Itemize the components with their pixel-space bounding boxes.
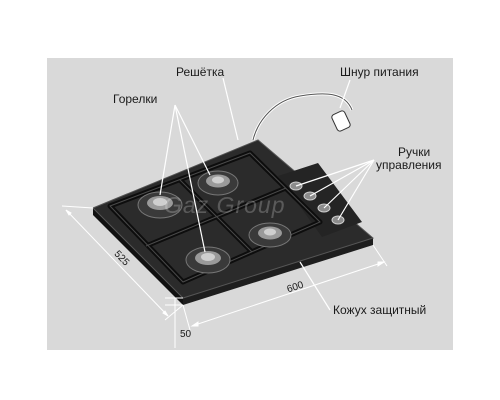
label-protective-cover: Кожух защитный xyxy=(333,303,427,317)
label-burners: Горелки xyxy=(113,92,158,106)
label-knobs-line2: управления xyxy=(376,158,442,172)
dim-width-line xyxy=(191,261,385,327)
dim-depth-line xyxy=(65,209,169,317)
dimension-height: 50 xyxy=(180,329,192,340)
hob-side-front xyxy=(93,208,183,305)
leader-knob-1 xyxy=(295,159,375,187)
watermark: Gaz Group xyxy=(164,192,286,218)
burner-back-right xyxy=(197,170,239,196)
leader-knob-4 xyxy=(337,159,375,221)
burner-front-right xyxy=(248,222,292,248)
label-power-cord: Шнур питания xyxy=(340,65,419,79)
label-knobs-line1: Ручки xyxy=(398,145,431,159)
leader-burner-1 xyxy=(159,104,176,196)
leader-knob-2 xyxy=(309,159,375,197)
power-cord-outline xyxy=(252,93,353,141)
leader-lines xyxy=(159,77,375,311)
dimension-lines xyxy=(61,205,388,348)
leader-knob-3 xyxy=(323,159,375,209)
leader-burner-2 xyxy=(174,104,211,176)
leader-grate xyxy=(222,77,239,141)
burner-front-left xyxy=(185,246,231,274)
power-plug xyxy=(331,110,351,132)
label-grate: Решётка xyxy=(176,65,225,79)
leader-burner-3 xyxy=(174,104,206,253)
leader-cover xyxy=(299,261,331,311)
hob-side-right xyxy=(183,238,373,305)
leader-cord xyxy=(339,79,351,109)
burner-back-left xyxy=(137,191,183,219)
